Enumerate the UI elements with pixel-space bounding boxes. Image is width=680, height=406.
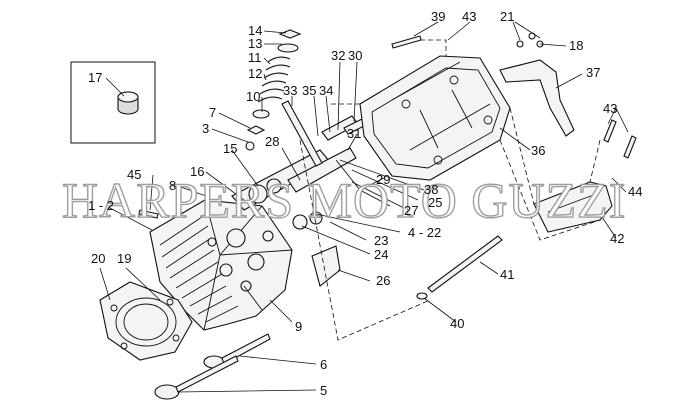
callout-label: 43 <box>603 101 617 116</box>
callout-label: 33 <box>283 83 297 98</box>
callout-labels: 14 13 11 12 10 7 3 15 16 8 45 1 - 2 20 1… <box>88 9 642 398</box>
callout-label: 29 <box>376 172 390 187</box>
callout-label: 23 <box>374 233 388 248</box>
watermark: HARPERS MOTO GUZZI <box>62 172 626 228</box>
callout-label: 32 <box>331 48 345 63</box>
callout-label: 27 <box>404 203 418 218</box>
cover-37 <box>499 59 575 137</box>
callout-label: 34 <box>319 83 333 98</box>
callout-label: 30 <box>348 48 362 63</box>
callout-label: 36 <box>531 143 545 158</box>
callout-label: 4 - 22 <box>408 225 441 240</box>
callout-label: 11 <box>248 50 262 65</box>
callout-label: 5 <box>320 383 327 398</box>
callout-label: 38 <box>424 182 438 197</box>
callout-label: 7 <box>209 105 216 120</box>
bolts <box>138 32 637 219</box>
valve-cover <box>359 55 511 181</box>
callout-label: 18 <box>569 38 583 53</box>
head-gasket <box>99 281 193 361</box>
callout-label: 35 <box>302 83 316 98</box>
callout-label: 13 <box>248 36 262 51</box>
callout-label: 43 <box>462 9 476 24</box>
callout-label: 19 <box>117 251 131 266</box>
callout-label: 20 <box>91 251 105 266</box>
rocker-assembly <box>231 100 391 287</box>
assembly-lines <box>299 39 601 341</box>
callout-label: 25 <box>428 195 442 210</box>
callout-label: 3 <box>202 121 209 136</box>
stud-41 <box>416 235 503 300</box>
callout-label: 40 <box>450 316 464 331</box>
callout-label: 41 <box>500 267 514 282</box>
callout-label: 44 <box>628 184 642 199</box>
callout-label: 10 <box>246 89 260 104</box>
callout-label: 8 <box>169 178 176 193</box>
callout-label: 42 <box>610 231 624 246</box>
callout-label: 31 <box>347 126 361 141</box>
valves <box>154 333 271 400</box>
cylinder-head <box>149 199 293 331</box>
callout-label: 45 <box>127 167 141 182</box>
callout-label: 1 - 2 <box>88 198 114 213</box>
valve-spring-stack <box>245 29 302 151</box>
callout-label: 15 <box>223 141 237 156</box>
leader-lines <box>99 21 629 393</box>
inset-box-part-17 <box>70 61 156 144</box>
callout-label: 14 <box>248 23 262 38</box>
callout-label: 6 <box>320 357 327 372</box>
callout-label: 17 <box>88 70 102 85</box>
callout-label: 12 <box>248 66 262 81</box>
callout-label: 24 <box>374 247 388 262</box>
callout-label: 9 <box>295 319 302 334</box>
callout-label: 21 <box>500 9 514 24</box>
callout-label: 26 <box>376 273 390 288</box>
callout-label: 39 <box>431 9 445 24</box>
callout-label: 28 <box>265 134 279 149</box>
callout-label: 16 <box>190 164 204 179</box>
callout-label: 37 <box>586 65 600 80</box>
